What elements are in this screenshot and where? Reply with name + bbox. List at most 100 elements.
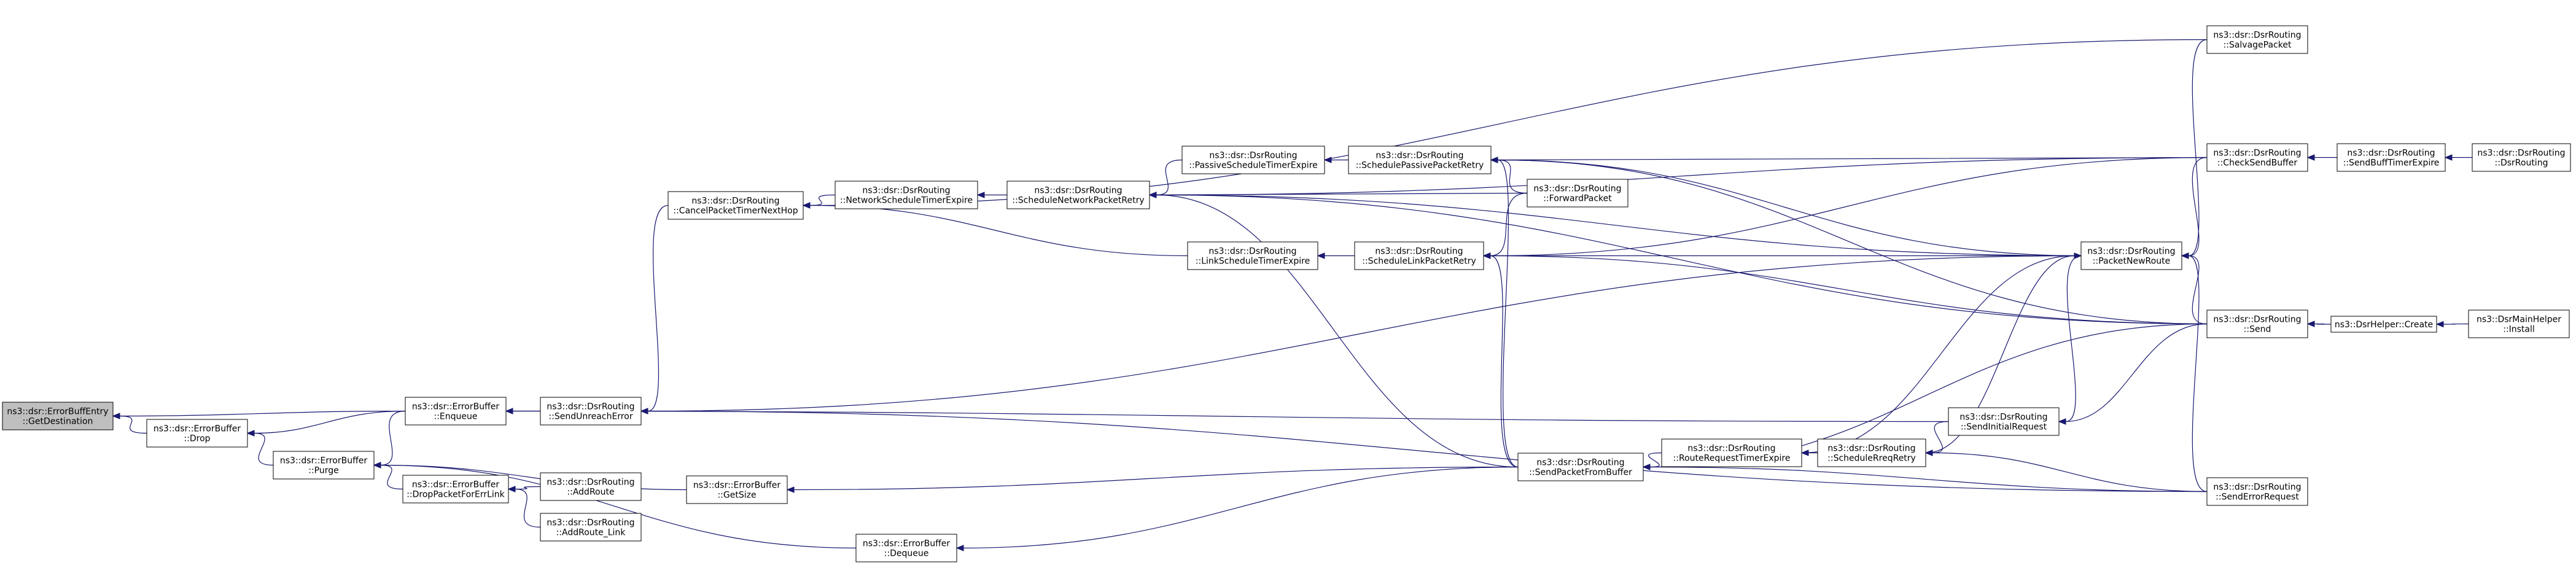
node-sendbufft[interactable]: ns3::dsr::DsrRouting::SendBuffTimerExpir… bbox=[2337, 143, 2446, 172]
node-drop[interactable]: ns3::dsr::ErrorBuffer::Drop bbox=[146, 419, 248, 448]
node-label-line: ns3::dsr::DsrRouting bbox=[1376, 151, 1463, 161]
node-box bbox=[1661, 438, 1802, 467]
edge-send-to-pktnew bbox=[2181, 252, 2208, 325]
node-linksched[interactable]: ns3::dsr::DsrRouting::LinkScheduleTimerE… bbox=[1187, 241, 1318, 270]
edge-sendfrombuf-to-schednet bbox=[1148, 192, 1519, 468]
edge-line bbox=[2314, 323, 2332, 325]
node-box bbox=[855, 534, 957, 562]
node-send[interactable]: ns3::dsr::DsrRouting::Send bbox=[2206, 309, 2308, 338]
edge-checksend-to-schedpassive bbox=[1490, 157, 2208, 163]
node-ctor[interactable]: ns3::dsr::DsrRouting::DsrRouting bbox=[2472, 143, 2571, 172]
node-getdest[interactable]: ns3::dsr::ErrorBuffEntry::GetDestination bbox=[2, 402, 114, 430]
node-salvage[interactable]: ns3::dsr::DsrRouting::SalvagePacket bbox=[2206, 25, 2308, 54]
node-label-line: ::Enqueue bbox=[434, 412, 477, 422]
node-schedlink[interactable]: ns3::dsr::DsrRouting::ScheduleLinkPacket… bbox=[1354, 241, 1484, 270]
node-label-line: ::SendErrorRequest bbox=[2216, 492, 2299, 502]
node-cancelpkt[interactable]: ns3::dsr::DsrRouting::CancelPacketTimerN… bbox=[667, 191, 804, 220]
node-box bbox=[405, 397, 507, 426]
node-schedpassive[interactable]: ns3::dsr::DsrRouting::SchedulePassivePac… bbox=[1348, 146, 1492, 174]
node-label-line: ns3::dsr::DsrRouting bbox=[1959, 413, 2047, 422]
call-edges bbox=[112, 39, 2472, 551]
edge-senderr-to-sendunreach bbox=[640, 408, 2208, 492]
edge-line bbox=[1156, 194, 2082, 257]
node-helpercreate[interactable]: ns3::DsrHelper::Create bbox=[2330, 316, 2437, 333]
node-netsched[interactable]: ns3::dsr::DsrRouting::NetworkScheduleTim… bbox=[835, 181, 978, 209]
node-box bbox=[1817, 438, 1926, 467]
node-label-line: ns3::dsr::DsrRouting bbox=[547, 478, 634, 488]
node-box bbox=[2330, 316, 2437, 333]
node-label-line: ns3::dsr::ErrorBuffer bbox=[154, 424, 241, 434]
arrowhead-icon bbox=[507, 486, 516, 492]
arrowhead-icon bbox=[1317, 252, 1325, 259]
edge-line bbox=[793, 466, 1519, 491]
node-label-line: ::NetworkScheduleTimerExpire bbox=[840, 196, 973, 206]
node-dequeue[interactable]: ns3::dsr::ErrorBuffer::Dequeue bbox=[855, 534, 957, 562]
edge-line bbox=[380, 464, 403, 490]
node-purge[interactable]: ns3::dsr::ErrorBuffer::Purge bbox=[273, 451, 375, 480]
node-sendinit[interactable]: ns3::dsr::DsrRouting::SendInitialRequest bbox=[1948, 407, 2060, 436]
node-label-line: ns3::dsr::DsrRouting bbox=[1208, 247, 1296, 257]
edge-install-to-helpercreate bbox=[2435, 321, 2469, 328]
node-forward[interactable]: ns3::dsr::DsrRouting::ForwardPacket bbox=[1527, 179, 1628, 208]
node-label-line: ::ScheduleLinkPacketRetry bbox=[1362, 257, 1476, 266]
edge-schedlink-to-linksched bbox=[1317, 252, 1355, 259]
node-install[interactable]: ns3::DsrMainHelper::Install bbox=[2468, 309, 2570, 338]
node-checksend[interactable]: ns3::dsr::DsrRouting::CheckSendBuffer bbox=[2206, 143, 2308, 172]
edge-send-to-sendinit bbox=[2058, 323, 2208, 425]
node-label-line: ::DsrRouting bbox=[2495, 158, 2548, 168]
edge-passivesched-to-schednet bbox=[1148, 159, 1183, 198]
node-label-line: ns3::dsr::DsrRouting bbox=[1375, 247, 1463, 257]
arrowhead-icon bbox=[2181, 252, 2189, 259]
node-label-line: ::Purge bbox=[308, 466, 339, 476]
edge-line bbox=[1156, 157, 2208, 196]
node-sendunreach[interactable]: ns3::dsr::DsrRouting::SendUnreachError bbox=[540, 397, 642, 426]
node-label-line: ::LinkScheduleTimerExpire bbox=[1196, 257, 1310, 266]
node-label-line: ns3::dsr::DsrRouting bbox=[547, 402, 634, 412]
arrowhead-icon bbox=[1642, 464, 1651, 470]
node-schedreq[interactable]: ns3::dsr::DsrRouting::ScheduleRreqRetry bbox=[1817, 438, 1926, 467]
node-box bbox=[835, 181, 978, 209]
arrowhead-icon bbox=[2058, 418, 2066, 425]
node-box bbox=[667, 191, 804, 220]
node-sendfrombuf[interactable]: ns3::dsr::DsrRouting::SendPacketFromBuff… bbox=[1517, 453, 1644, 481]
node-label-line: ::SendInitialRequest bbox=[1961, 422, 2047, 432]
node-senderr[interactable]: ns3::dsr::DsrRouting::SendErrorRequest bbox=[2206, 477, 2308, 506]
node-label-line: ::SendPacketFromBuffer bbox=[1529, 468, 1632, 478]
arrowhead-icon bbox=[112, 413, 120, 419]
edge-senderr-to-sendfrombuf bbox=[1642, 464, 2208, 492]
node-label-line: ns3::dsr::DsrRouting bbox=[691, 196, 779, 206]
edge-line bbox=[963, 466, 1519, 549]
edge-line bbox=[647, 255, 2082, 412]
arrowhead-icon bbox=[976, 192, 985, 198]
node-passivesched[interactable]: ns3::dsr::DsrRouting::PassiveScheduleTim… bbox=[1181, 146, 1325, 174]
edge-pktnew-to-sendinit bbox=[2058, 255, 2082, 425]
node-dropforerr[interactable]: ns3::dsr::ErrorBuffer::DropPacketForErrL… bbox=[402, 475, 509, 504]
node-box bbox=[1006, 181, 1150, 209]
node-rreqtimer[interactable]: ns3::dsr::DsrRouting::RouteRequestTimerE… bbox=[1661, 438, 1802, 467]
edge-line bbox=[1490, 157, 2208, 257]
node-addroute[interactable]: ns3::dsr::DsrRouting::AddRoute bbox=[540, 472, 642, 501]
arrowhead-icon bbox=[2306, 321, 2315, 327]
edge-line bbox=[1156, 159, 1183, 196]
edge-linksched-to-cancelpkt bbox=[802, 202, 1188, 257]
node-schednet[interactable]: ns3::dsr::DsrRouting::ScheduleNetworkPac… bbox=[1006, 181, 1150, 209]
node-addroutelink[interactable]: ns3::dsr::DsrRouting::AddRoute_Link bbox=[540, 513, 642, 542]
node-enqueue[interactable]: ns3::dsr::ErrorBuffer::Enqueue bbox=[405, 397, 507, 426]
edge-line bbox=[254, 432, 274, 466]
edge-senderr-to-pktnew bbox=[2181, 252, 2208, 492]
edge-line bbox=[1932, 421, 1949, 454]
edge-line bbox=[512, 410, 1949, 422]
edge-line bbox=[1649, 466, 2208, 492]
node-pktnew[interactable]: ns3::dsr::DsrRouting::PacketNewRoute bbox=[2080, 241, 2182, 270]
edge-line bbox=[647, 204, 669, 412]
edge-line bbox=[1490, 192, 1528, 257]
node-getsize[interactable]: ns3::dsr::ErrorBuffer::GetSize bbox=[686, 475, 788, 504]
edge-line bbox=[1156, 194, 1519, 468]
edge-line bbox=[119, 415, 147, 434]
edge-purge-to-drop bbox=[246, 430, 274, 466]
node-label-line: ::SalvagePacket bbox=[2224, 41, 2292, 50]
node-box bbox=[2468, 309, 2570, 338]
node-box bbox=[2337, 143, 2446, 172]
edge-checksend-to-pktnew bbox=[2181, 157, 2208, 259]
arrowhead-icon bbox=[802, 202, 811, 209]
